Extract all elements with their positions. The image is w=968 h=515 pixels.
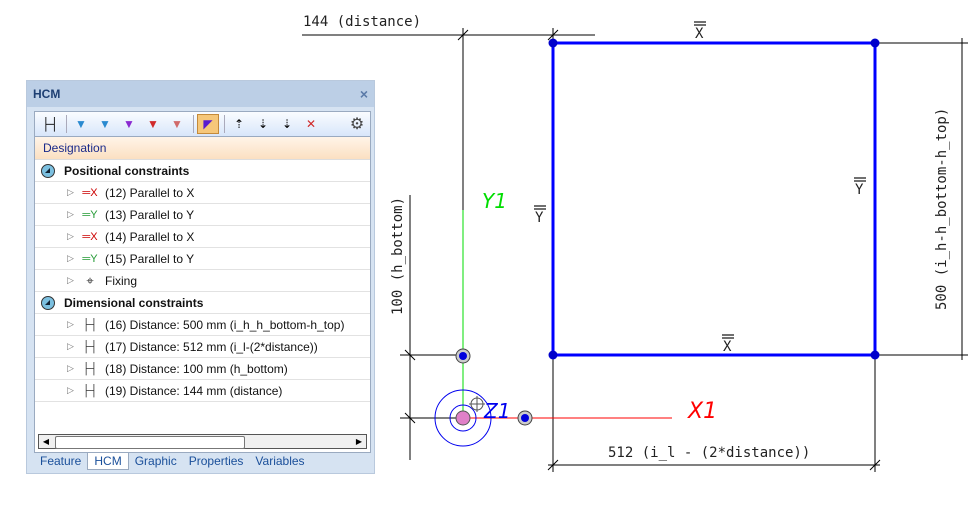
parallel-x-icon: ═X <box>82 186 98 199</box>
dimension-icon[interactable]: ├┤ <box>41 117 59 131</box>
tab-graphic[interactable]: Graphic <box>134 454 177 468</box>
rectangle-profile[interactable] <box>551 41 877 357</box>
collapse-all-icon[interactable]: ⇡ <box>233 117 245 131</box>
y1-label: Y1 <box>482 189 507 213</box>
origin-point[interactable] <box>434 389 492 447</box>
gear-icon[interactable]: ⚙ <box>349 116 365 133</box>
tree-item[interactable]: ▷⌖Fixing <box>35 270 370 292</box>
expand-arrow-icon[interactable]: ▷ <box>67 341 74 351</box>
panel-title: HCM <box>33 87 61 101</box>
panel-titlebar: HCM × <box>27 81 374 107</box>
tree-item[interactable]: ▷├┤(19) Distance: 144 mm (distance) <box>35 380 370 402</box>
tree-item[interactable]: ▷├┤(18) Distance: 100 mm (h_bottom) <box>35 358 370 380</box>
tree-item[interactable]: ▷═X(14) Parallel to X <box>35 226 370 248</box>
expand-all-icon[interactable]: ⇣ <box>281 117 293 131</box>
expand-arrow-icon[interactable]: ▷ <box>67 209 74 219</box>
dim-text-distance: 144 (distance) <box>303 14 421 30</box>
filter-icon[interactable]: ▼ <box>75 117 87 131</box>
tab-feature[interactable]: Feature <box>40 454 82 468</box>
parallel-x-symbol: X <box>723 339 732 355</box>
reference-point[interactable] <box>455 348 471 364</box>
distance-icon: ├┤ <box>82 362 98 375</box>
tree-item[interactable]: ▷═Y(13) Parallel to Y <box>35 204 370 226</box>
expand-arrow-icon[interactable]: ▷ <box>67 385 74 395</box>
filter-active-icon[interactable]: ▼ <box>99 117 111 131</box>
dim-text-width: 512 (i_l - (2*distance)) <box>608 445 810 461</box>
parallel-y-icon: ═Y <box>82 208 98 221</box>
filter-warning-icon[interactable]: ▼ <box>147 117 159 131</box>
horizontal-scrollbar[interactable]: ◀ ▶ <box>38 434 367 449</box>
tree-item[interactable]: ▷═X(12) Parallel to X <box>35 182 370 204</box>
group-dimensional[interactable]: Dimensional constraints <box>35 292 370 314</box>
fixing-icon <box>469 396 485 412</box>
parallel-y-symbol: Y <box>855 182 864 198</box>
reference-point[interactable] <box>517 410 533 426</box>
parallel-x-symbol: X <box>695 26 704 42</box>
tab-variables[interactable]: Variables <box>255 454 305 468</box>
distance-icon: ├┤ <box>82 384 98 397</box>
highlight-icon[interactable]: ◤ <box>197 114 219 134</box>
parallel-y-icon: ═Y <box>82 252 98 265</box>
scroll-left-icon[interactable]: ◀ <box>42 437 50 446</box>
expand-arrow-icon[interactable]: ▷ <box>67 275 74 285</box>
panel-tabs: Feature HCM Graphic Properties Variables <box>34 453 311 470</box>
x1-label: X1 <box>687 399 717 424</box>
expand-arrow-icon[interactable]: ▷ <box>67 187 74 197</box>
tree-item[interactable]: ▷├┤(17) Distance: 512 mm (i_l-(2*distanc… <box>35 336 370 358</box>
parallel-x-icon: ═X <box>82 230 98 243</box>
expand-arrow-icon[interactable]: ▷ <box>67 363 74 373</box>
parallel-y-symbol: Y <box>535 210 544 226</box>
tree-item[interactable]: ▷═Y(15) Parallel to Y <box>35 248 370 270</box>
close-icon[interactable]: × <box>359 86 368 102</box>
dim-text-height: 500 (i_h-h_bottom-h_top) <box>934 108 950 310</box>
group-positional[interactable]: Positional constraints <box>35 160 370 182</box>
fixing-icon: ⌖ <box>86 272 94 288</box>
expand-arrow-icon[interactable]: ▷ <box>67 231 74 241</box>
hcm-panel: HCM × ├┤ ▼ ▼ ▼ ▼ ▼ ◤ ⇡ ⇣ ⇣ ✕ ⚙ Designati… <box>26 80 375 474</box>
constraint-tree: Designation Positional constraints ▷═X(1… <box>34 137 371 453</box>
distance-icon: ├┤ <box>82 340 98 353</box>
dim-text-h-bottom: 100 (h_bottom) <box>390 197 406 315</box>
tree-item[interactable]: ▷├┤(16) Distance: 500 mm (i_h_h_bottom-h… <box>35 314 370 336</box>
filter-error-icon[interactable]: ▼ <box>171 117 183 131</box>
z1-label: Z1 <box>483 399 510 423</box>
toolbar: ├┤ ▼ ▼ ▼ ▼ ▼ ◤ ⇡ ⇣ ⇣ ✕ ⚙ <box>34 111 371 137</box>
scroll-right-icon[interactable]: ▶ <box>355 437 363 446</box>
tab-properties[interactable]: Properties <box>188 454 244 468</box>
vertex-points[interactable] <box>548 38 880 360</box>
expand-arrow-icon[interactable]: ▷ <box>67 319 74 329</box>
clear-sort-icon[interactable]: ✕ <box>305 117 317 131</box>
scroll-thumb[interactable] <box>55 436 245 449</box>
filter-selected-icon[interactable]: ▼ <box>123 117 135 131</box>
collapse-icon[interactable] <box>41 163 55 178</box>
sort-icon[interactable]: ⇣ <box>257 117 269 131</box>
expand-arrow-icon[interactable]: ▷ <box>67 253 74 263</box>
tab-hcm[interactable]: HCM <box>87 453 129 470</box>
distance-icon: ├┤ <box>82 318 98 331</box>
collapse-icon[interactable] <box>41 295 55 310</box>
column-header[interactable]: Designation <box>35 137 370 160</box>
